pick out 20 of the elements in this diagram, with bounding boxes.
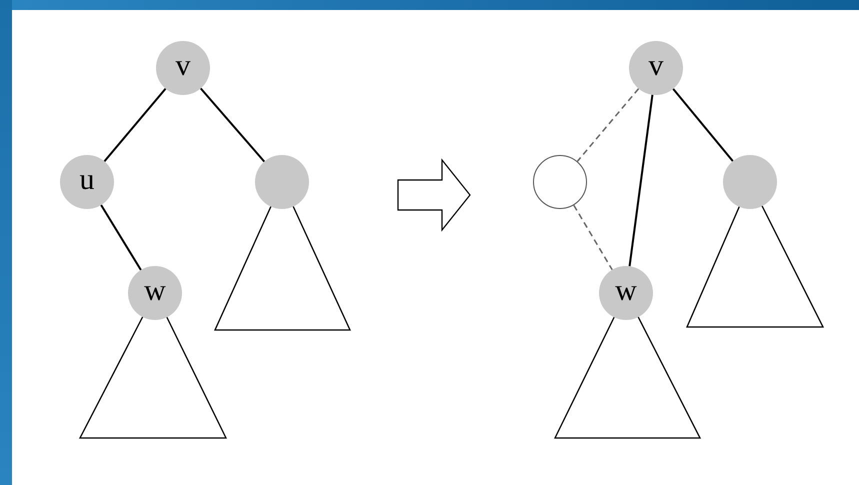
tree-edge	[573, 204, 613, 270]
node-label: u	[80, 165, 94, 195]
tree-node	[723, 155, 777, 209]
node-label: w	[144, 276, 166, 306]
tree-edge	[104, 88, 166, 162]
node-label: w	[615, 276, 637, 306]
tree-node	[533, 155, 587, 209]
tree-node	[255, 155, 309, 209]
tree-node	[629, 41, 683, 95]
tree-edge	[576, 88, 640, 162]
tree-edge	[672, 88, 734, 162]
node-label: v	[648, 51, 664, 81]
tree-edge	[200, 88, 266, 162]
tree-node	[599, 266, 653, 320]
tree-node	[156, 41, 210, 95]
tree-edge	[628, 94, 654, 266]
tree-edge	[100, 204, 142, 270]
tree-node	[128, 266, 182, 320]
node-label: v	[176, 51, 190, 81]
tree-node	[60, 155, 114, 209]
